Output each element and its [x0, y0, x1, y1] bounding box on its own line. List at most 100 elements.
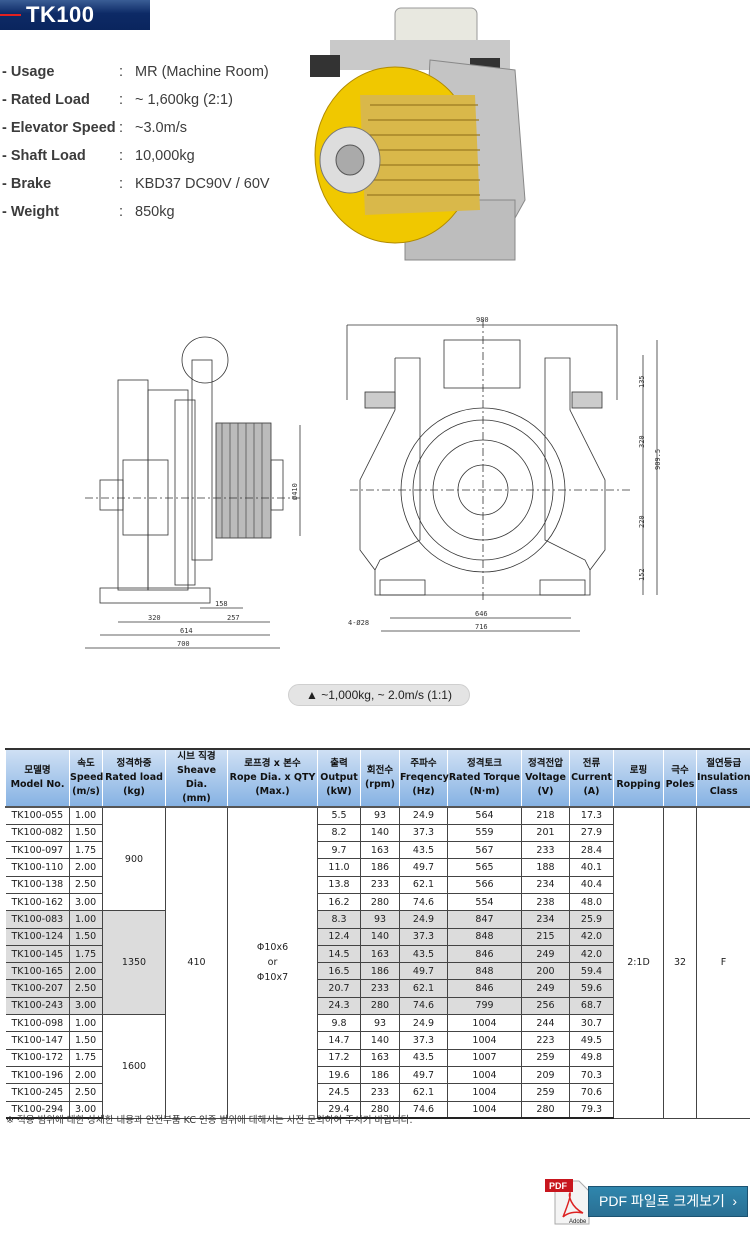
model-cell: TK100-147 — [5, 1031, 70, 1050]
dim-700: 700 — [177, 640, 190, 648]
torque-cell: 1004 — [447, 1065, 522, 1085]
output-cell: 24.5 — [317, 1083, 361, 1102]
dim-holes: 4-Ø28 — [348, 619, 369, 627]
column-header-line: 정격토크 — [467, 758, 502, 769]
rope-line: or — [267, 957, 278, 969]
dimension-drawings: Ø410 158 320 257 614 700 980 135 320 909… — [85, 316, 662, 649]
current-cell: 49.5 — [569, 1031, 614, 1050]
column-header-line: 정격하중 — [116, 758, 152, 769]
column-header-line: (kW) — [326, 786, 352, 797]
dim-front-320: 320 — [638, 435, 646, 448]
voltage-cell: 249 — [521, 979, 570, 998]
column-header-line: 로프경 x 본수 — [244, 758, 301, 769]
current-cell: 40.1 — [569, 858, 614, 877]
torque-cell: 1004 — [447, 1031, 522, 1050]
model-cell: TK100-196 — [5, 1065, 70, 1085]
torque-cell: 848 — [447, 962, 522, 981]
model-cell: TK100-097 — [5, 841, 70, 860]
speed-cell: 2.00 — [69, 1065, 103, 1085]
current-cell: 40.4 — [569, 875, 614, 894]
column-header-line: 로핑 — [629, 765, 648, 776]
model-cell: TK100-207 — [5, 979, 70, 998]
current-cell: 49.8 — [569, 1048, 614, 1067]
dim-320: 320 — [148, 614, 161, 622]
model-cell: TK100-098 — [5, 1014, 70, 1033]
model-cell: TK100-172 — [5, 1048, 70, 1067]
column-header-line: 출력 — [330, 758, 348, 769]
column-header: 회전수(rpm) — [360, 748, 400, 808]
torque-cell: 847 — [447, 910, 522, 929]
rpm-cell: 93 — [360, 1014, 400, 1033]
model-cell: TK100-145 — [5, 944, 70, 964]
column-header-line: (Hz) — [412, 786, 435, 797]
column-header-line: (kg) — [123, 786, 145, 797]
torque-cell: 564 — [447, 806, 522, 825]
voltage-cell: 280 — [521, 1100, 570, 1120]
speed-cell: 3.00 — [69, 996, 103, 1016]
current-cell: 42.0 — [569, 927, 614, 946]
insulation-cell: F — [696, 806, 750, 1119]
rpm-cell: 233 — [360, 979, 400, 998]
voltage-cell: 223 — [521, 1031, 570, 1050]
output-cell: 8.2 — [317, 823, 361, 843]
frequency-cell: 43.5 — [399, 1048, 448, 1067]
rpm-cell: 186 — [360, 1065, 400, 1085]
rpm-cell: 140 — [360, 927, 400, 946]
rpm-cell: 163 — [360, 944, 400, 964]
speed-cell: 3.00 — [69, 892, 103, 912]
rpm-cell: 163 — [360, 1048, 400, 1067]
spec-colon: : — [119, 120, 124, 136]
frequency-cell: 43.5 — [399, 944, 448, 964]
output-cell: 12.4 — [317, 927, 361, 946]
spec-label: - Elevator Speed — [2, 120, 116, 136]
model-cell: TK100-110 — [5, 858, 70, 877]
spec-colon: : — [119, 204, 124, 220]
spec-label: - Usage — [2, 64, 55, 80]
rpm-cell: 233 — [360, 1083, 400, 1102]
rpm-cell: 280 — [360, 996, 400, 1016]
current-cell: 79.3 — [569, 1100, 614, 1120]
view-pdf-button[interactable]: PDF 파일로 크게보기 › — [588, 1186, 748, 1217]
voltage-cell: 233 — [521, 841, 570, 860]
rope-line: Φ10x6 — [256, 942, 289, 954]
voltage-cell: 256 — [521, 996, 570, 1016]
pdf-file-icon[interactable]: PDF Adobe — [545, 1177, 593, 1225]
dim-980: 980 — [476, 316, 489, 324]
column-header-line: (mm) — [182, 793, 211, 804]
spec-label: - Brake — [2, 176, 52, 192]
dim-257: 257 — [227, 614, 240, 622]
speed-cell: 1.00 — [69, 806, 103, 825]
column-header-line: 모델명 — [24, 765, 51, 776]
dim-sheave-dia: Ø410 — [291, 483, 299, 500]
rpm-cell: 163 — [360, 841, 400, 860]
column-header-line: 속도 — [77, 758, 95, 769]
column-header-line: 전류 — [582, 758, 601, 769]
column-header-line: Output — [320, 772, 358, 783]
voltage-cell: 218 — [521, 806, 570, 825]
title-accent-line — [0, 14, 21, 16]
frequency-cell: 62.1 — [399, 1083, 448, 1102]
spec-value: KBD37 DC90V / 60V — [135, 176, 270, 192]
chevron-right-icon: › — [732, 1193, 737, 1209]
footnote: ※ 적용 범위에 대한 상세한 내용과 안전부품 KC 인증 범위에 대해서는 … — [6, 1115, 413, 1126]
